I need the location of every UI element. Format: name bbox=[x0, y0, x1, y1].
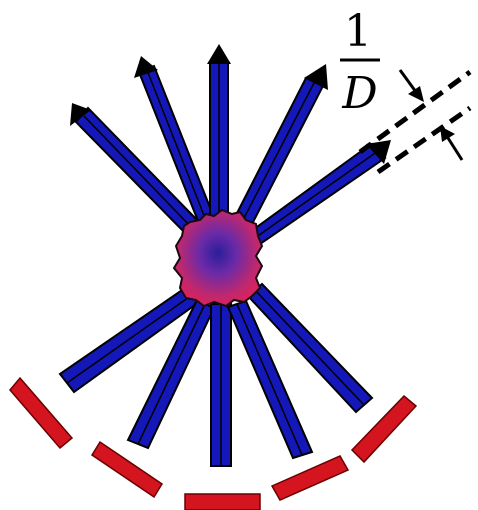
arm-down-center bbox=[211, 304, 231, 466]
arc-segment-4 bbox=[272, 456, 348, 500]
arc-segment-3 bbox=[185, 494, 260, 510]
dashed-line-lower bbox=[378, 108, 470, 172]
fraction-numerator: 1 bbox=[344, 6, 372, 57]
arc-segment-2 bbox=[92, 442, 162, 497]
arm-up-center bbox=[207, 44, 231, 216]
arrow-bottom-shaft bbox=[448, 138, 462, 160]
fraction-label: 1 D bbox=[340, 6, 380, 119]
arrow-top-shaft bbox=[400, 70, 416, 92]
lower-arms bbox=[60, 284, 372, 466]
arrow-top-head bbox=[408, 86, 424, 102]
core-blob bbox=[174, 210, 262, 306]
arc-segment-1 bbox=[10, 378, 72, 448]
fraction-denominator: D bbox=[341, 68, 377, 119]
